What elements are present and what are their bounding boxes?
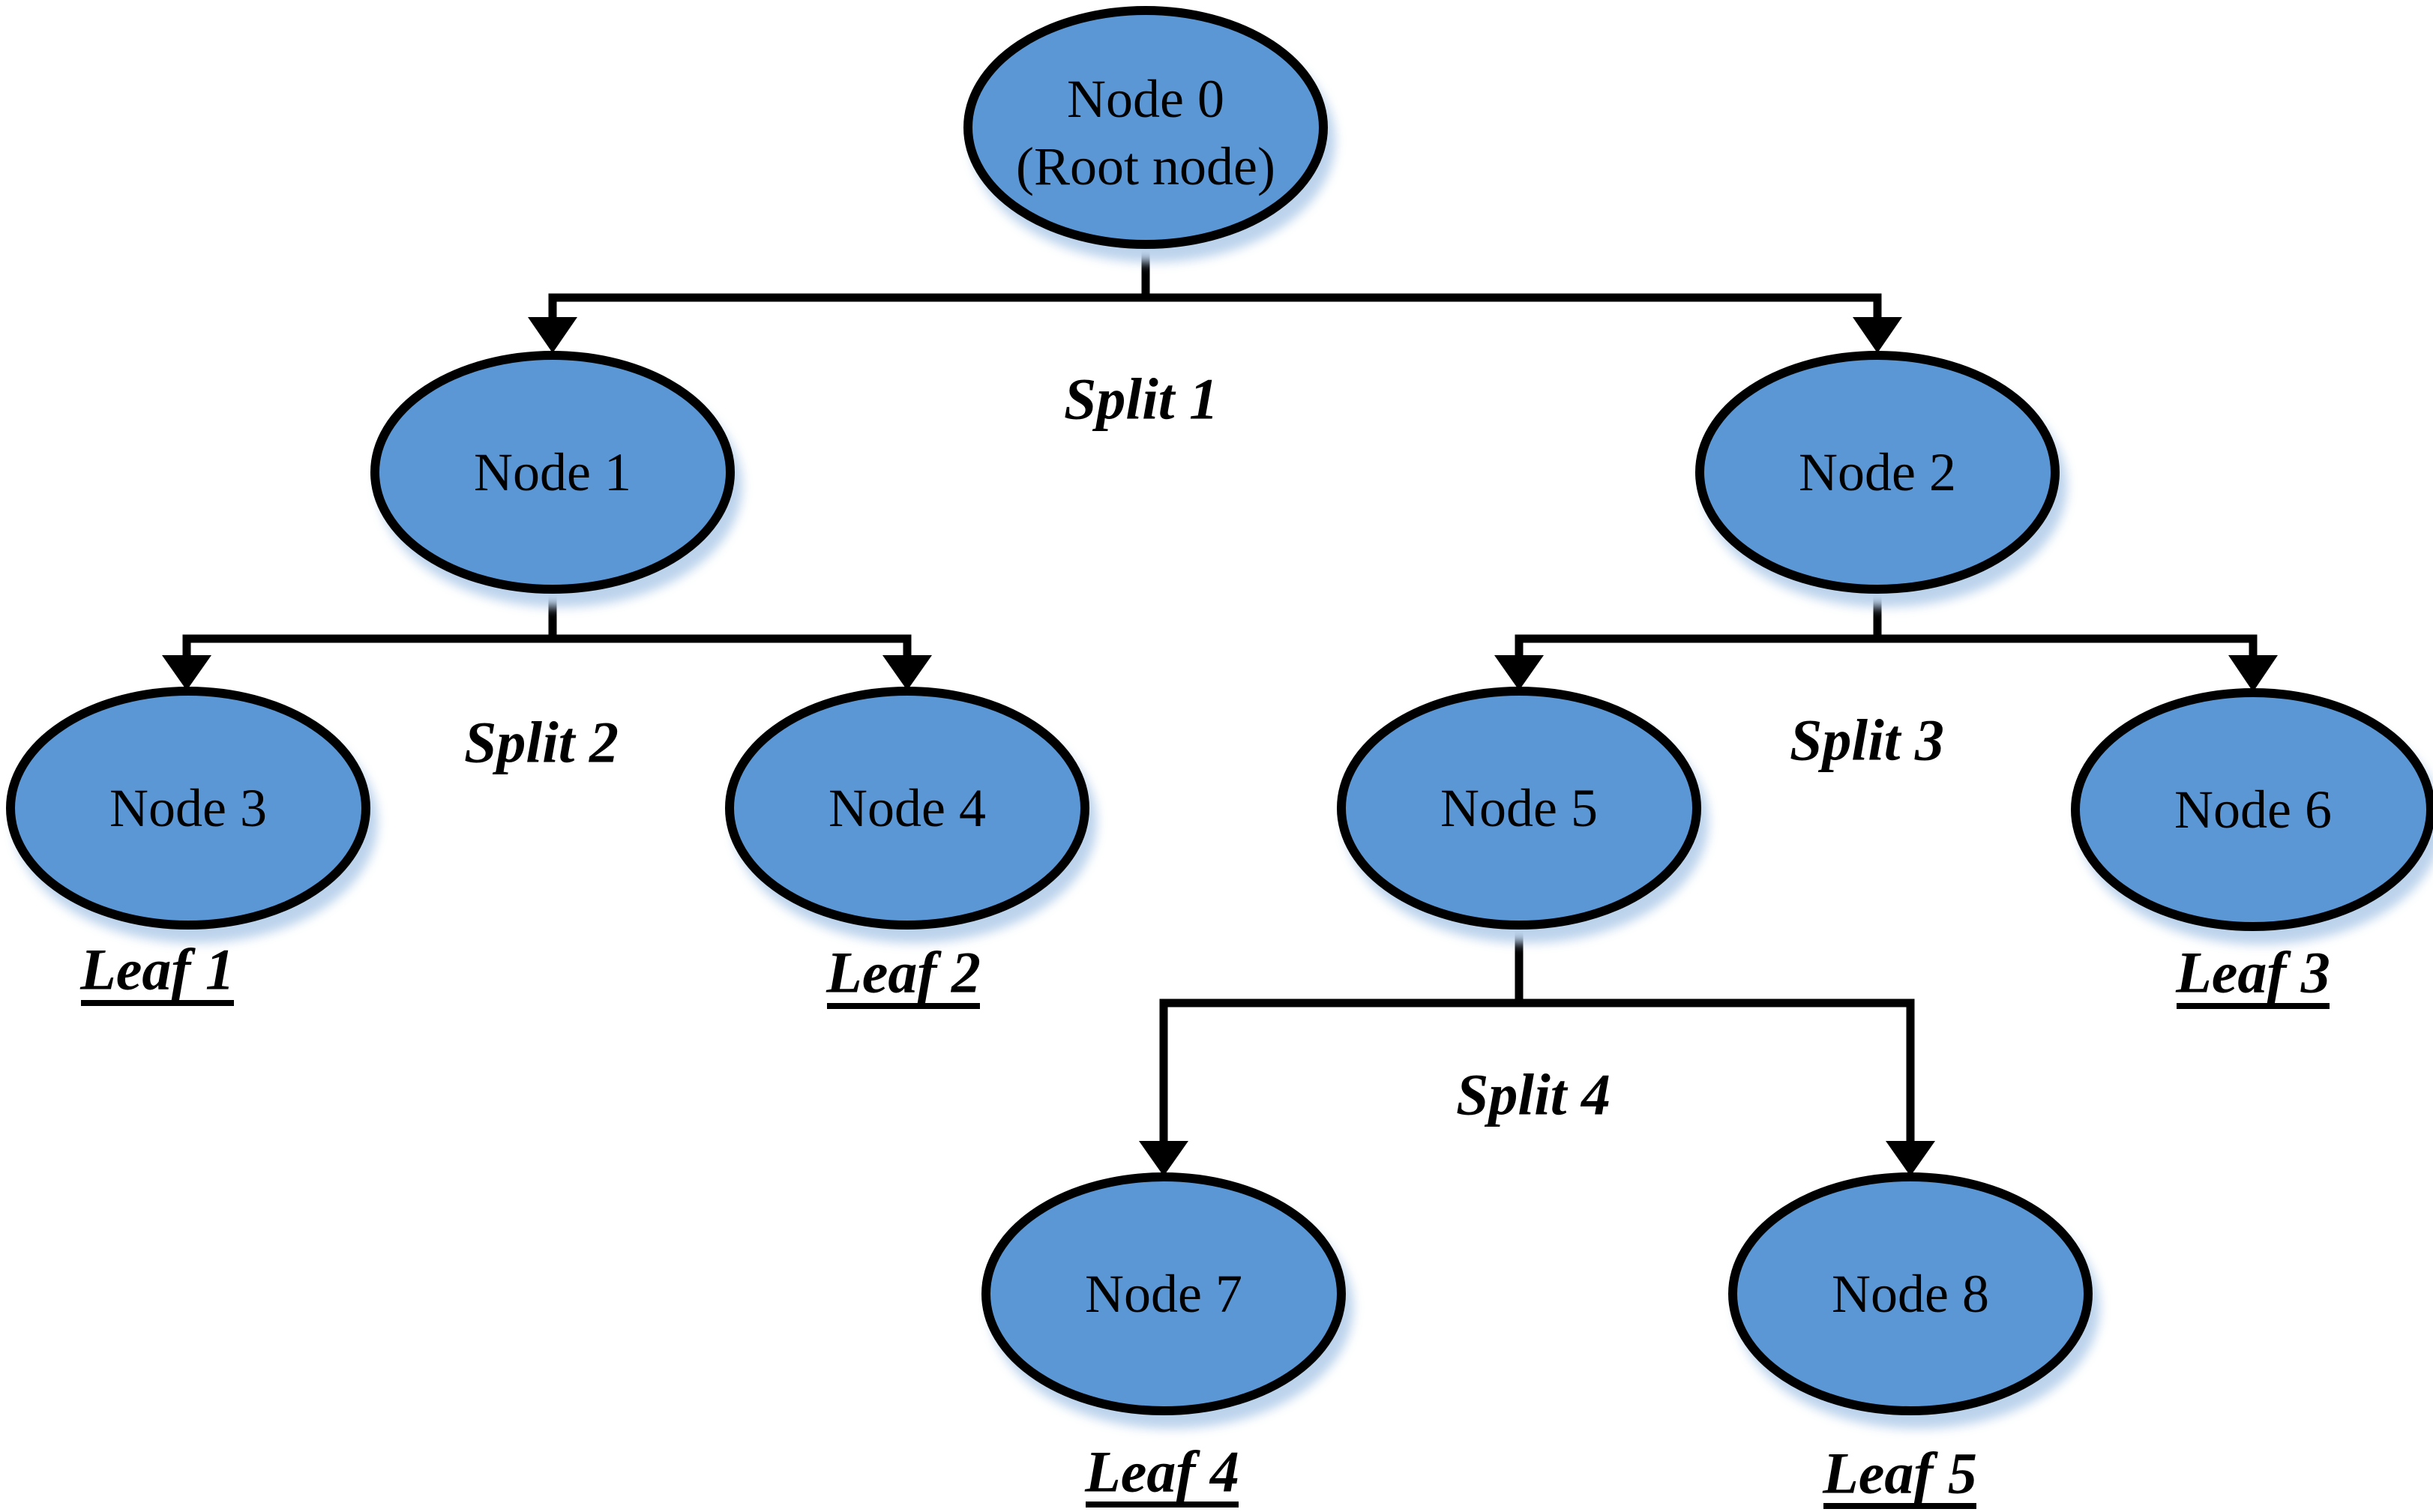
tree-nodes: Node 0 (Root node) Node 1 Node 2 Node 3 …	[6, 6, 2433, 1415]
node-6-group: Node 6	[2071, 688, 2433, 931]
split-3-arrowhead-right	[2228, 655, 2278, 692]
leaf-2-label: Leaf 2	[825, 940, 981, 1005]
leaf-1-label: Leaf 1	[79, 937, 235, 1002]
split-1-arrowhead-left	[528, 317, 577, 353]
node-8-ellipse	[1728, 1172, 2093, 1415]
node-5-group: Node 5	[1337, 687, 1701, 930]
node-6-ellipse	[2071, 688, 2433, 931]
split-2-arrowhead-right	[882, 655, 932, 690]
node-0-ellipse	[963, 6, 1328, 249]
split-4-connector	[1159, 919, 1915, 1147]
node-1-group: Node 1	[370, 351, 735, 594]
node-2-label: Node 2	[1799, 442, 1956, 502]
split-4-arrowhead-left	[1139, 1141, 1188, 1176]
node-3-ellipse	[6, 687, 370, 930]
split-2-label: Split 2	[464, 710, 619, 775]
leaf-1-group: Leaf 1	[79, 937, 235, 1006]
split-labels: Split 1 Split 2 Split 3 Split 4	[464, 367, 1944, 1127]
split-1-label: Split 1	[1064, 367, 1218, 432]
node-2-ellipse	[1695, 351, 2060, 594]
leaf-5-label: Leaf 5	[1822, 1441, 1977, 1506]
split-3-connector	[1515, 585, 2258, 661]
split-3-arrowhead-left	[1494, 655, 1544, 690]
node-8-label: Node 8	[1832, 1264, 1989, 1324]
leaf-3-label: Leaf 3	[2175, 940, 2330, 1005]
node-2-group: Node 2	[1695, 351, 2060, 594]
leaf-labels: Leaf 1 Leaf 2 Leaf 3 Leaf 4 Leaf 5	[79, 937, 2330, 1509]
node-5-ellipse	[1337, 687, 1701, 930]
leaf-4-group: Leaf 4	[1084, 1439, 1239, 1508]
leaf-2-group: Leaf 2	[825, 940, 981, 1009]
node-7-label: Node 7	[1085, 1264, 1242, 1324]
split-2-connector	[182, 585, 912, 661]
node-4-group: Node 4	[725, 687, 1089, 930]
node-7-ellipse	[981, 1172, 1346, 1415]
split-2-arrowhead-left	[162, 655, 211, 690]
node-8-group: Node 8	[1728, 1172, 2093, 1415]
node-6-label: Node 6	[2174, 780, 2332, 840]
node-4-label: Node 4	[828, 778, 986, 838]
node-3-group: Node 3	[6, 687, 370, 930]
node-1-label: Node 1	[474, 442, 631, 502]
node-0-sublabel: (Root node)	[1016, 136, 1275, 196]
split-3-label: Split 3	[1790, 708, 1944, 773]
node-7-group: Node 7	[981, 1172, 1346, 1415]
node-0-group: Node 0 (Root node)	[963, 6, 1328, 249]
node-0-label: Node 0	[1067, 69, 1224, 129]
split-1-connector	[548, 237, 1882, 323]
connectors	[162, 237, 2278, 1176]
split-4-arrowhead-right	[1886, 1141, 1935, 1176]
split-1-arrowhead-right	[1853, 317, 1902, 353]
node-4-ellipse	[725, 687, 1089, 930]
leaf-5-group: Leaf 5	[1822, 1441, 1977, 1509]
node-1-ellipse	[370, 351, 735, 594]
split-4-label: Split 4	[1456, 1062, 1611, 1127]
leaf-3-group: Leaf 3	[2175, 940, 2330, 1009]
node-3-label: Node 3	[109, 778, 267, 838]
node-5-label: Node 5	[1440, 778, 1598, 838]
leaf-4-label: Leaf 4	[1084, 1439, 1239, 1505]
